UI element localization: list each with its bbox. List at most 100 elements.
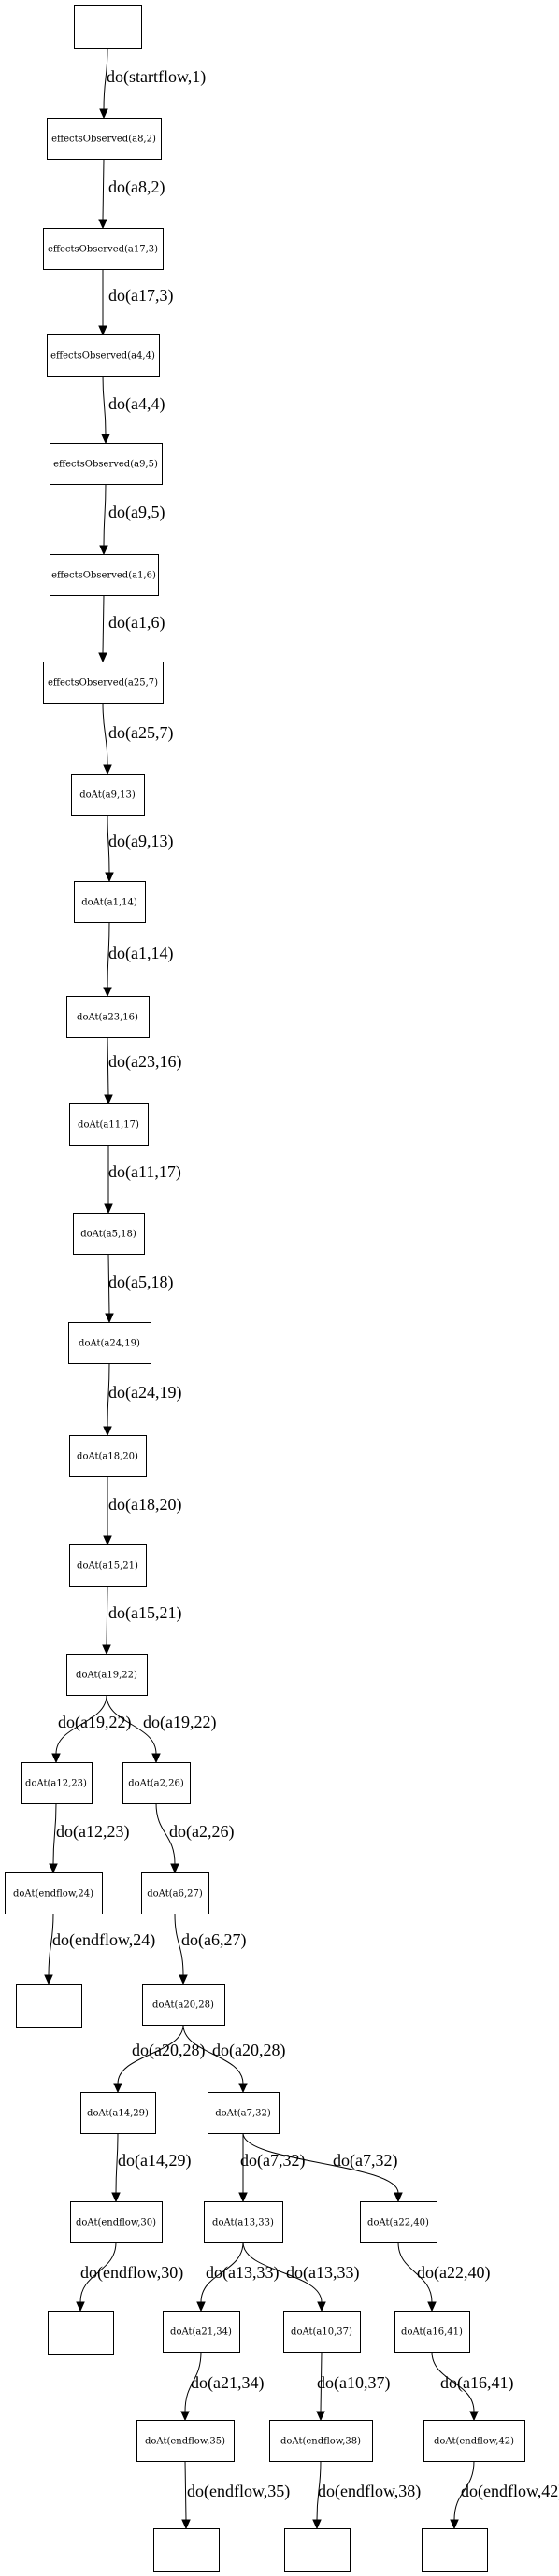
arrowhead-icon	[170, 1863, 179, 1874]
edge-line	[182, 2024, 244, 2085]
state-node: effectsObserved(a17,3)	[43, 228, 164, 270]
edge-n12-n13: do(a24,19)	[103, 1362, 181, 1437]
edge-line	[106, 1694, 157, 1755]
node-label: doAt(a23,16)	[77, 1013, 138, 1023]
edge-line	[106, 1585, 108, 1646]
state-node: doAt(endflow,30)	[70, 2201, 163, 2243]
terminal-node	[48, 2311, 114, 2355]
edge-n10-n11: do(a11,17)	[104, 1145, 181, 1215]
node-label: doAt(a11,17)	[78, 1120, 139, 1131]
edge-line	[320, 2351, 322, 2412]
edge-label: do(a6,27)	[181, 1930, 246, 1950]
arrowhead-icon	[469, 2411, 479, 2422]
edge-label: do(a13,33)	[206, 2263, 279, 2283]
edge-line	[107, 814, 110, 874]
node-box	[43, 662, 164, 704]
edge-line	[48, 1913, 54, 1976]
node-box	[68, 1322, 151, 1364]
edge-line	[242, 2242, 322, 2303]
node-box	[48, 2311, 114, 2355]
arrowhead-icon	[99, 545, 108, 556]
node-label: doAt(a10,37)	[291, 2327, 352, 2338]
arrowhead-icon	[104, 1094, 113, 1105]
state-node: doAt(a22,40)	[360, 2201, 437, 2243]
node-label: doAt(a22,40)	[367, 2218, 429, 2228]
arrowhead-icon	[103, 987, 112, 998]
state-node: doAt(endflow,24)	[5, 1872, 103, 1914]
edge-label: do(a10,37)	[317, 2373, 390, 2393]
node-box	[21, 1762, 93, 1804]
edge-line	[52, 1802, 57, 1865]
arrowhead-icon	[98, 652, 108, 663]
edge-label: do(a12,23)	[56, 1822, 129, 1842]
node-label: doAt(a21,34)	[170, 2327, 232, 2338]
terminal-node	[153, 2528, 220, 2572]
node-label: doAt(a14,29)	[87, 2109, 149, 2119]
edge-line	[102, 158, 105, 221]
node-box	[43, 228, 164, 270]
edge-label: do(a7,32)	[333, 2151, 397, 2170]
node-label: doAt(endflow,38)	[280, 2437, 361, 2447]
edge-n11-n12: do(a5,18)	[105, 1253, 173, 1324]
edge-label: do(endflow,38)	[318, 2482, 421, 2501]
arrowhead-icon	[98, 219, 108, 230]
edge-line	[107, 921, 110, 989]
terminal-node	[284, 2528, 351, 2572]
edge-line	[55, 1694, 108, 1755]
node-box	[422, 2528, 488, 2572]
state-node: doAt(a20,28)	[142, 1984, 225, 2026]
edge-layer: do(startflow,1)do(a8,2)do(a17,3)do(a4,4)…	[44, 47, 559, 2530]
edge-line	[316, 2460, 322, 2521]
arrowhead-icon	[49, 1863, 58, 1874]
edge-n6-n7: do(a25,7)	[102, 702, 173, 776]
node-box	[163, 2311, 240, 2353]
node-box	[74, 5, 142, 49]
state-node: doAt(a6,27)	[141, 1872, 209, 1914]
edge-n28-n31: do(a21,34)	[180, 2351, 264, 2422]
edge-n32-n35: do(endflow,38)	[312, 2460, 421, 2530]
edge-label: do(a21,34)	[191, 2373, 264, 2393]
edge-n18-n20: do(endflow,24)	[44, 1913, 155, 1985]
edge-line	[397, 2242, 433, 2303]
edge-n29-n32: do(a10,37)	[316, 2351, 390, 2422]
node-label: doAt(a12,23)	[25, 1779, 87, 1789]
state-node: doAt(a5,18)	[73, 1213, 145, 1255]
edge-label: do(a15,21)	[108, 1603, 181, 1623]
edge-n0-n1: do(startflow,1)	[99, 47, 206, 120]
node-label: effectsObserved(a17,3)	[48, 245, 158, 255]
edge-label: do(a24,19)	[108, 1383, 181, 1402]
edge-n4-n5: do(a9,5)	[99, 483, 165, 556]
edge-n2-n3: do(a17,3)	[98, 269, 173, 336]
node-box	[69, 1435, 147, 1477]
edge-label: do(a19,22)	[58, 1713, 131, 1732]
state-node: doAt(a12,23)	[21, 1762, 93, 1804]
node-box	[122, 1762, 191, 1804]
node-label: doAt(a15,21)	[77, 1561, 138, 1572]
edge-line	[102, 702, 108, 766]
state-node: doAt(a10,37)	[283, 2311, 361, 2353]
arrowhead-icon	[450, 2519, 459, 2530]
node-label: doAt(a1,14)	[81, 898, 137, 908]
node-box	[66, 996, 150, 1038]
node-box	[16, 1984, 82, 2028]
node-box	[69, 1103, 149, 1146]
state-node: doAt(a16,41)	[394, 2311, 470, 2353]
state-node: doAt(a23,16)	[66, 996, 150, 1038]
node-box	[47, 118, 162, 160]
edge-label: do(a20,28)	[212, 2041, 285, 2060]
edge-n17-n19: do(a2,26)	[155, 1802, 234, 1874]
edge-label: do(a1,6)	[108, 613, 165, 633]
node-label: doAt(a13,33)	[212, 2218, 274, 2228]
arrowhead-icon	[99, 108, 108, 120]
node-box	[269, 2420, 373, 2462]
edge-n30-n33: do(a16,41)	[431, 2351, 513, 2422]
node-label: doAt(endflow,30)	[76, 2218, 156, 2228]
edge-label: do(endflow,24)	[52, 1930, 155, 1950]
state-node: doAt(a19,22)	[66, 1654, 148, 1696]
edge-line	[184, 2351, 202, 2412]
node-box	[69, 1544, 147, 1587]
edge-label: do(a19,22)	[143, 1713, 216, 1732]
edge-label: do(endflow,42)	[461, 2482, 559, 2501]
edge-n21-n22: do(a20,28)	[113, 2024, 205, 2094]
edge-label: do(a13,33)	[286, 2263, 359, 2283]
